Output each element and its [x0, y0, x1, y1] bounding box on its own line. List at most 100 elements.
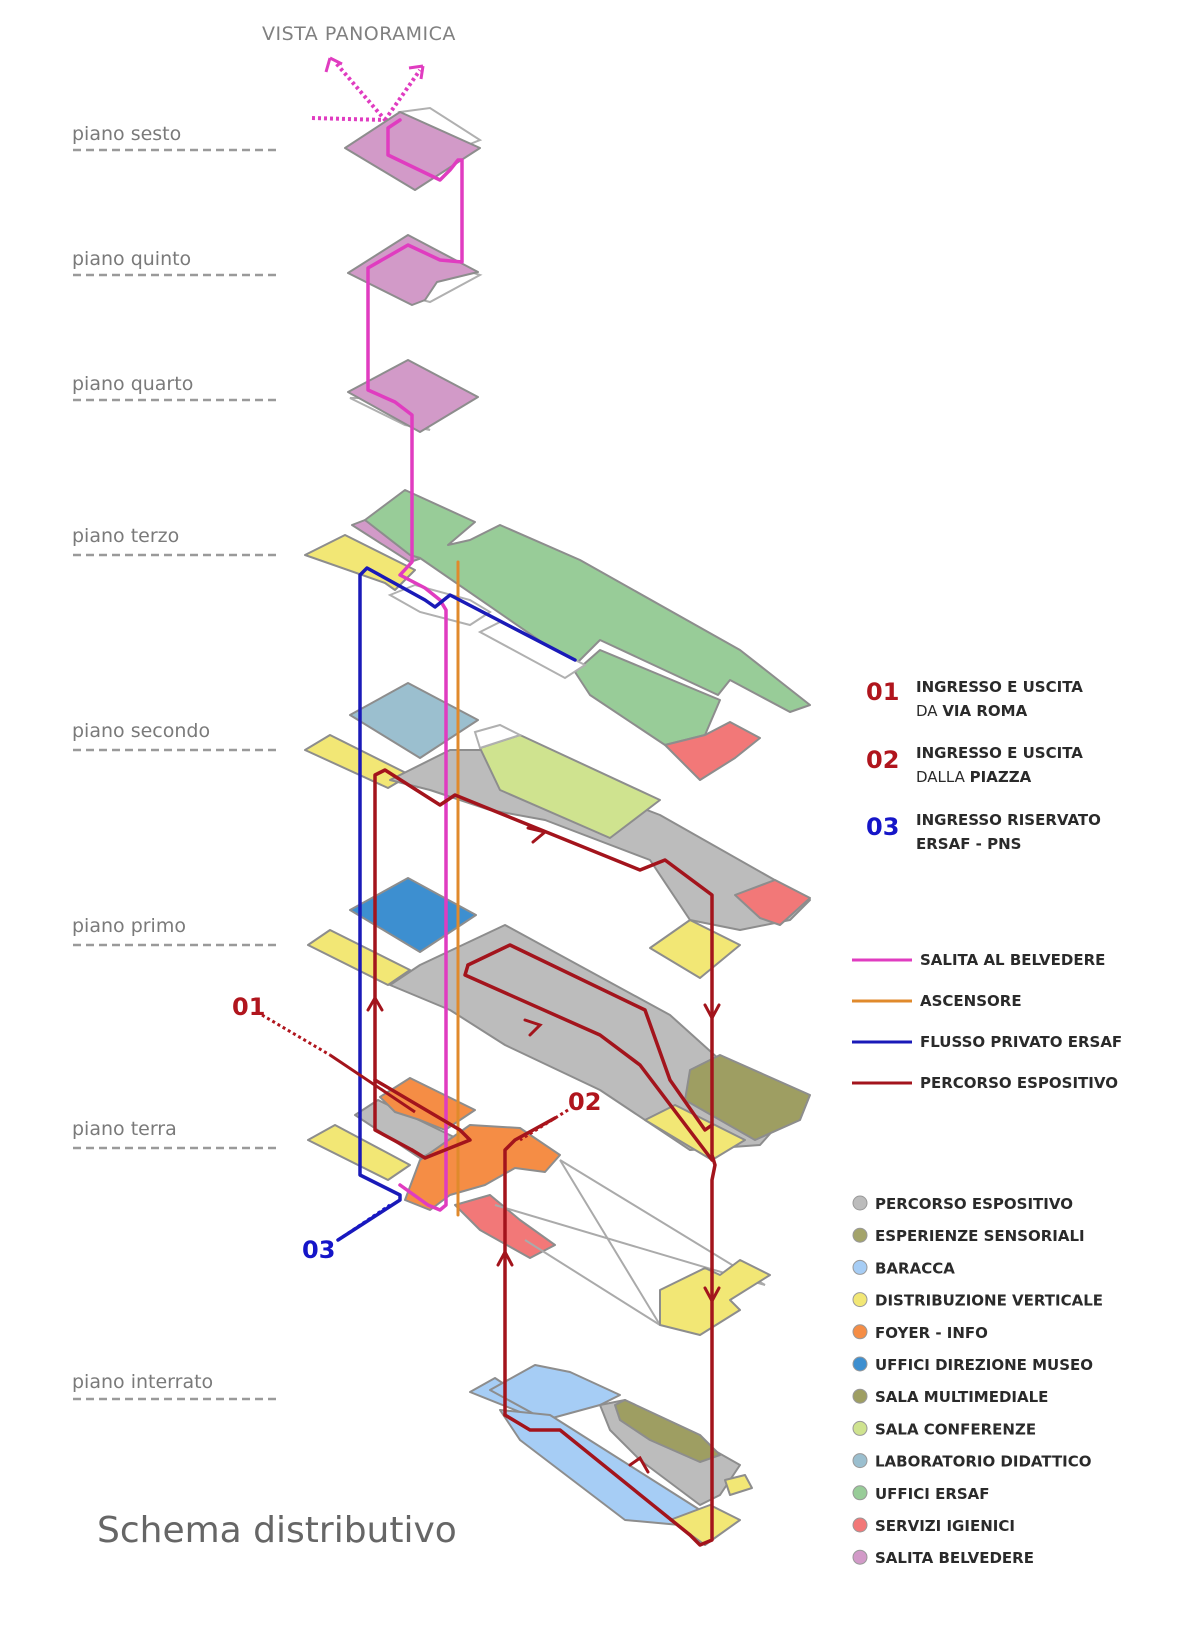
zone-legend-label: PERCORSO ESPOSITIVO — [875, 1195, 1073, 1213]
zone-legend-item: BARACCA — [852, 1259, 955, 1277]
floor-label-primo: piano primo — [72, 915, 280, 947]
svg-text:piano interrato: piano interrato — [72, 1371, 213, 1393]
exhibition-path-loop-return — [463, 963, 714, 1162]
entry-marker-03: 03 — [302, 1203, 391, 1264]
zone-legend-swatch — [852, 1356, 868, 1372]
exhibition-path-upper — [373, 768, 717, 1547]
path-legend-label: PERCORSO ESPOSITIVO — [920, 1074, 1118, 1092]
svg-text:03: 03 — [302, 1236, 335, 1264]
floor-label-sesto: piano sesto — [72, 123, 280, 152]
zone-legend-swatch — [852, 1227, 868, 1243]
svg-text:ERSAF - PNS: ERSAF - PNS — [916, 835, 1021, 853]
ersaf-private-path — [336, 566, 577, 1242]
svg-text:INGRESSO E USCITA: INGRESSO E USCITA — [916, 744, 1083, 762]
path-legend-item: SALITA AL BELVEDERE — [852, 951, 1105, 969]
zone-legend-item: PERCORSO ESPOSITIVO — [852, 1195, 1073, 1213]
svg-text:INGRESSO E USCITA: INGRESSO E USCITA — [916, 678, 1083, 696]
floor-plan-terzo — [304, 489, 811, 781]
zone-legend-label: DISTRIBUZIONE VERTICALE — [875, 1292, 1103, 1310]
floor-label-quarto: piano quarto — [72, 373, 280, 402]
exhibition-path — [503, 1116, 557, 1417]
svg-text:03: 03 — [866, 813, 899, 841]
svg-text:DA VIA ROMA: DA VIA ROMA — [916, 702, 1028, 720]
svg-text:piano secondo: piano secondo — [72, 720, 210, 742]
floor-plan-quarto — [347, 359, 479, 433]
floor-label-secondo: piano secondo — [72, 720, 280, 752]
belvedere-path — [366, 118, 464, 1212]
entry-legend-02: 02 INGRESSO E USCITA DALLA PIAZZA — [866, 744, 1083, 786]
svg-text:piano terra: piano terra — [72, 1118, 177, 1140]
floor-label-quinto: piano quinto — [72, 248, 280, 277]
zone-legend-item: LABORATORIO DIDATTICO — [852, 1453, 1092, 1471]
zone-legend-swatch — [852, 1485, 868, 1501]
floor-plan-sesto — [344, 106, 483, 191]
zone-legend-item: UFFICI ERSAF — [852, 1485, 990, 1503]
diagram-caption: Schema distributivo — [97, 1510, 457, 1551]
exhibition-path-loop — [466, 943, 714, 1132]
svg-text:piano terzo: piano terzo — [72, 525, 179, 547]
zone-legend-item: DISTRIBUZIONE VERTICALE — [852, 1292, 1103, 1310]
zone-legend-swatch — [852, 1453, 868, 1469]
zone-legend-swatch — [852, 1420, 868, 1436]
zone-legend-item: SALA MULTIMEDIALE — [852, 1388, 1048, 1406]
floor-plan-quinto — [347, 234, 483, 306]
zone-legend-item: ESPERIENZE SENSORIALI — [852, 1227, 1085, 1245]
zone-legend-label: LABORATORIO DIDATTICO — [875, 1453, 1092, 1471]
entry-legend-01: 01 INGRESSO E USCITA DA VIA ROMA — [866, 678, 1083, 720]
svg-text:01: 01 — [232, 993, 265, 1021]
svg-text:piano primo: piano primo — [72, 915, 186, 937]
zone-legend-label: SALITA BELVEDERE — [875, 1549, 1034, 1567]
entry-legend-03: 03 INGRESSO RISERVATO ERSAF - PNS — [866, 811, 1101, 853]
floor-label-terra: piano terra — [72, 1118, 280, 1150]
void-lines — [494, 1159, 766, 1326]
zone-legend-label: ESPERIENZE SENSORIALI — [875, 1227, 1085, 1245]
floor-plan-terra — [307, 1077, 771, 1336]
zone-legend-item: SALA CONFERENZE — [852, 1420, 1036, 1438]
zone-legend-label: UFFICI DIREZIONE MUSEO — [875, 1356, 1093, 1374]
svg-text:piano sesto: piano sesto — [72, 123, 181, 145]
svg-text:02: 02 — [866, 746, 899, 774]
entry-legend: 01 INGRESSO E USCITA DA VIA ROMA 02 INGR… — [866, 678, 1101, 853]
path-legend-item: PERCORSO ESPOSITIVO — [852, 1074, 1118, 1092]
zone-legend-label: BARACCA — [875, 1259, 955, 1277]
path-legend-item: ASCENSORE — [852, 992, 1022, 1010]
zone-legend-item: SALITA BELVEDERE — [852, 1549, 1034, 1567]
floor-plan-interrato — [469, 1364, 753, 1546]
direction-arrows — [366, 826, 721, 1474]
svg-text:piano quinto: piano quinto — [72, 248, 191, 270]
zone-legend-item: FOYER - INFO — [852, 1324, 988, 1342]
zone-legend-label: SALA MULTIMEDIALE — [875, 1388, 1048, 1406]
exhibition-path-foyer — [373, 1078, 472, 1160]
path-legend-item: FLUSSO PRIVATO ERSAF — [852, 1033, 1122, 1051]
zone-legend-swatch — [852, 1517, 868, 1533]
zone-legend-item: UFFICI DIREZIONE MUSEO — [852, 1356, 1093, 1374]
vista-panoramica-label: VISTA PANORAMICA — [262, 23, 456, 45]
svg-text:INGRESSO RISERVATO: INGRESSO RISERVATO — [916, 811, 1101, 829]
path-legend: SALITA AL BELVEDERE ASCENSORE FLUSSO PRIVA… — [852, 951, 1122, 1092]
entry-marker-02: 02 — [519, 1088, 601, 1142]
zone-legend-label: UFFICI ERSAF — [875, 1485, 990, 1503]
zone-legend-swatch — [852, 1195, 868, 1211]
zone-legend-swatch — [852, 1388, 868, 1404]
zone-legend: PERCORSO ESPOSITIVO ESPERIENZE SENSORIALI… — [852, 1195, 1103, 1567]
floor-label-interrato: piano interrato — [72, 1371, 280, 1401]
floor-labels: piano sesto piano quinto piano quarto pi… — [72, 123, 280, 1401]
zone-legend-label: SERVIZI IGIENICI — [875, 1517, 1015, 1535]
entry-marker-01: 01 — [232, 993, 416, 1114]
path-legend-label: ASCENSORE — [920, 992, 1022, 1010]
zone-legend-swatch — [852, 1292, 868, 1308]
zone-legend-label: SALA CONFERENZE — [875, 1420, 1036, 1438]
svg-text:piano quarto: piano quarto — [72, 373, 193, 395]
svg-text:DALLA PIAZZA: DALLA PIAZZA — [916, 768, 1032, 786]
zone-legend-swatch — [852, 1324, 868, 1340]
floor-label-terzo: piano terzo — [72, 525, 280, 557]
svg-text:01: 01 — [866, 678, 899, 706]
path-legend-label: FLUSSO PRIVATO ERSAF — [920, 1033, 1122, 1051]
path-legend-label: SALITA AL BELVEDERE — [920, 951, 1105, 969]
zone-legend-item: SERVIZI IGIENICI — [852, 1517, 1015, 1535]
zone-legend-swatch — [852, 1549, 868, 1565]
zone-legend-swatch — [852, 1259, 868, 1275]
svg-text:02: 02 — [568, 1088, 601, 1116]
panoramic-view-arrows — [311, 56, 425, 123]
